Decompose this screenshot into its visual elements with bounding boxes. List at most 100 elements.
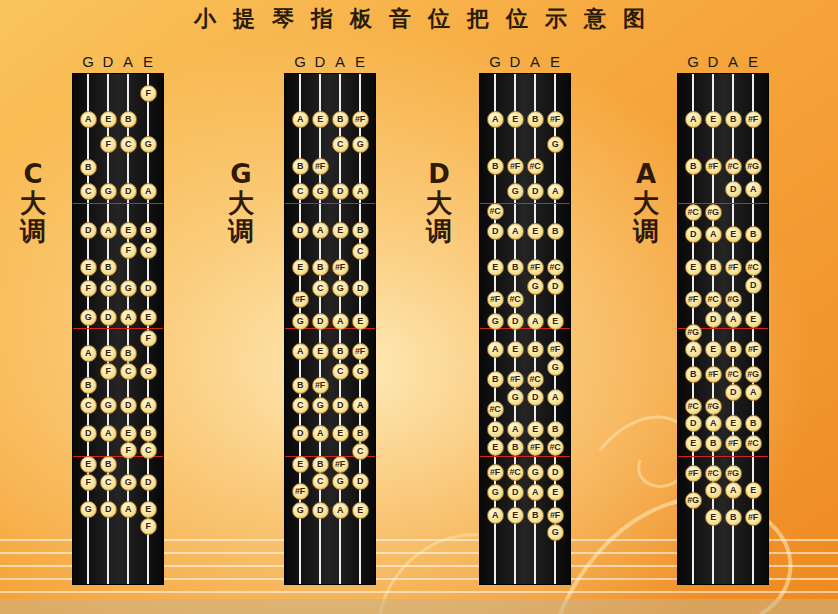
note-circle: B [292,158,309,175]
string-name: G [292,54,308,70]
string-name: E [547,54,563,70]
note-circle: A [705,226,722,243]
note-name: A [492,115,498,124]
note-name: E [512,115,518,124]
note-circle: B [685,158,702,175]
note-circle: #C [725,366,742,383]
note-name: C [297,401,303,410]
note-name: E [710,345,716,354]
note-circle: #F [352,343,369,360]
note-circle: #C [527,371,544,388]
note-circle: E [120,425,137,442]
note-name: E [125,226,131,235]
note-circle: A [80,111,97,128]
note-name: E [552,488,558,497]
note-circle: D [685,226,702,243]
note-circle: #F [292,483,309,500]
bottom-band [0,599,838,614]
note-circle: E [745,311,762,328]
note-circle: B [487,158,504,175]
note-name: D [690,230,696,239]
note-circle: B [140,222,157,239]
note-circle: #F [487,464,504,481]
note-circle: G [80,309,97,326]
note-circle: B [547,421,564,438]
note-circle: #C [725,158,742,175]
note-circle: C [312,473,329,490]
note-name: D [552,468,558,477]
note-name: C [105,284,111,293]
note-name: E [532,425,538,434]
note-name: C [317,284,323,293]
note-circle: C [292,183,309,200]
note-circle: D [312,502,329,519]
note-name: A [337,506,343,515]
note-circle: E [352,502,369,519]
note-name: D [297,429,303,438]
note-name: A [317,226,323,235]
note-name: D [85,226,91,235]
note-circle: #C [487,203,504,220]
note-circle: A [725,482,742,499]
note-name: D [512,317,518,326]
note-name: #F [728,439,738,448]
note-name: B [492,375,498,384]
note-circle: D [527,389,544,406]
note-circle: D [725,181,742,198]
note-circle: G [507,183,524,200]
note-circle: G [100,183,117,200]
note-circle: A [100,222,117,239]
string-name: A [332,54,348,70]
note-name: G [297,317,304,326]
note-circle: E [685,435,702,452]
note-circle: D [332,183,349,200]
note-name: B [145,429,151,438]
note-circle: A [685,111,702,128]
note-name: G [125,478,132,487]
note-name: G [532,468,539,477]
note-circle: D [527,183,544,200]
note-name: G [145,140,152,149]
note-circle: E [140,501,157,518]
note-circle: A [292,111,309,128]
position-line [285,203,375,204]
note-circle: D [507,484,524,501]
note-name: E [492,263,498,272]
note-name: C [125,367,131,376]
note-name: A [105,429,111,438]
note-circle: E [685,259,702,276]
note-name: E [532,227,538,236]
note-circle: B [80,159,97,176]
note-name: D [512,488,518,497]
note-circle: #C [705,465,722,482]
note-name: #F [295,295,305,304]
string-name: D [705,54,721,70]
note-circle: #G [705,398,722,415]
note-name: G [317,187,324,196]
fingerboard: GDAEAEB#FCGB#FCGDADAEBCEB#FCGD#FGDAEAEB#… [284,73,376,585]
note-circle: #F [292,291,309,308]
note-circle: #F [725,435,742,452]
note-name: G [552,528,559,537]
note-name: C [145,446,151,455]
note-circle: B [725,341,742,358]
note-name: #G [747,162,758,171]
fingerboard: GDAEAEB#FB#F#C#GDA#C#GDAEBEB#F#CD#F#C#GD… [677,73,769,585]
note-name: #F [530,443,540,452]
note-circle: E [487,259,504,276]
note-name: D [105,505,111,514]
note-circle: B [80,377,97,394]
note-name: G [297,506,304,515]
note-circle: B [527,111,544,128]
note-name: D [357,477,363,486]
note-circle: E [100,111,117,128]
note-circle: B [292,377,309,394]
note-circle: A [487,111,504,128]
note-name: E [512,511,518,520]
note-name: E [105,115,111,124]
note-name: D [532,187,538,196]
note-circle: D [312,313,329,330]
note-name: D [317,317,323,326]
note-name: D [690,419,696,428]
note-circle: G [140,363,157,380]
